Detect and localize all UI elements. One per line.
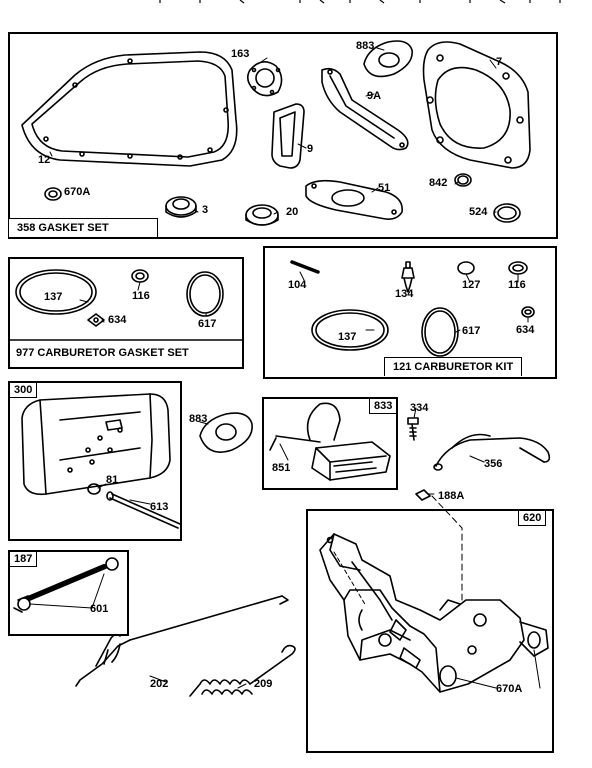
muffler-box <box>8 381 182 541</box>
part-label-9a: 9A <box>367 90 382 102</box>
carb-kit-box <box>263 246 557 379</box>
part-label-524: 524 <box>469 206 488 218</box>
part-label-356: 356 <box>484 458 503 470</box>
part-label-617-b: 617 <box>462 325 481 337</box>
part-label-7: 7 <box>496 56 503 68</box>
part-label-3: 3 <box>202 204 209 216</box>
bracket-tag: 620 <box>518 510 547 526</box>
part-label-137-b: 137 <box>338 331 357 343</box>
governor-bracket-art <box>319 533 549 693</box>
part-label-883-top: 883 <box>356 40 375 52</box>
part-label-334: 334 <box>410 402 429 414</box>
carb-gasket-set-box <box>8 257 244 369</box>
part-label-116-a: 116 <box>132 290 150 302</box>
part-label-163: 163 <box>231 48 250 60</box>
part-label-209: 209 <box>254 678 273 690</box>
tube-box <box>8 550 129 636</box>
part-label-134: 134 <box>395 288 414 300</box>
part-label-137-a: 137 <box>44 291 63 303</box>
part-label-81: 81 <box>106 474 119 486</box>
part-label-51: 51 <box>378 182 391 194</box>
gasket-set-label: 358 GASKET SET <box>9 218 158 237</box>
part-label-634-a: 634 <box>108 314 127 326</box>
part-label-851: 851 <box>272 462 291 474</box>
ignition-box <box>262 397 398 490</box>
bracket-box <box>306 509 554 753</box>
carb-kit-label: 121 CARBURETOR KIT <box>384 357 523 376</box>
muffler-tag: 300 <box>9 382 38 398</box>
part-label-202: 202 <box>150 678 169 690</box>
carb-gasket-set-label: 977 CARBURETOR GASKET SET <box>16 347 189 359</box>
part-label-613: 613 <box>150 501 169 513</box>
part-label-617-a: 617 <box>198 318 217 330</box>
tube-tag: 187 <box>9 551 38 567</box>
cropped-header-strip <box>159 0 561 4</box>
part-label-670a-bottom: 670A <box>496 683 523 695</box>
part-label-188a: 188A <box>438 490 465 502</box>
part-label-883-low: 883 <box>189 413 208 425</box>
part-label-20: 20 <box>286 206 299 218</box>
part-label-12: 12 <box>38 154 51 166</box>
muffler-art <box>21 393 171 496</box>
part-label-670a-top: 670A <box>64 186 91 198</box>
crankcase-gasket-12 <box>21 51 238 167</box>
part-label-104: 104 <box>288 279 307 291</box>
part-label-116-b: 116 <box>508 279 526 291</box>
part-label-601: 601 <box>90 603 109 615</box>
gasket-set-box <box>8 32 558 239</box>
part-label-842: 842 <box>429 177 448 189</box>
part-label-9: 9 <box>307 143 314 155</box>
ignition-tag: 833 <box>369 398 398 414</box>
part-label-127: 127 <box>462 279 481 291</box>
part-label-634-b: 634 <box>516 324 535 336</box>
